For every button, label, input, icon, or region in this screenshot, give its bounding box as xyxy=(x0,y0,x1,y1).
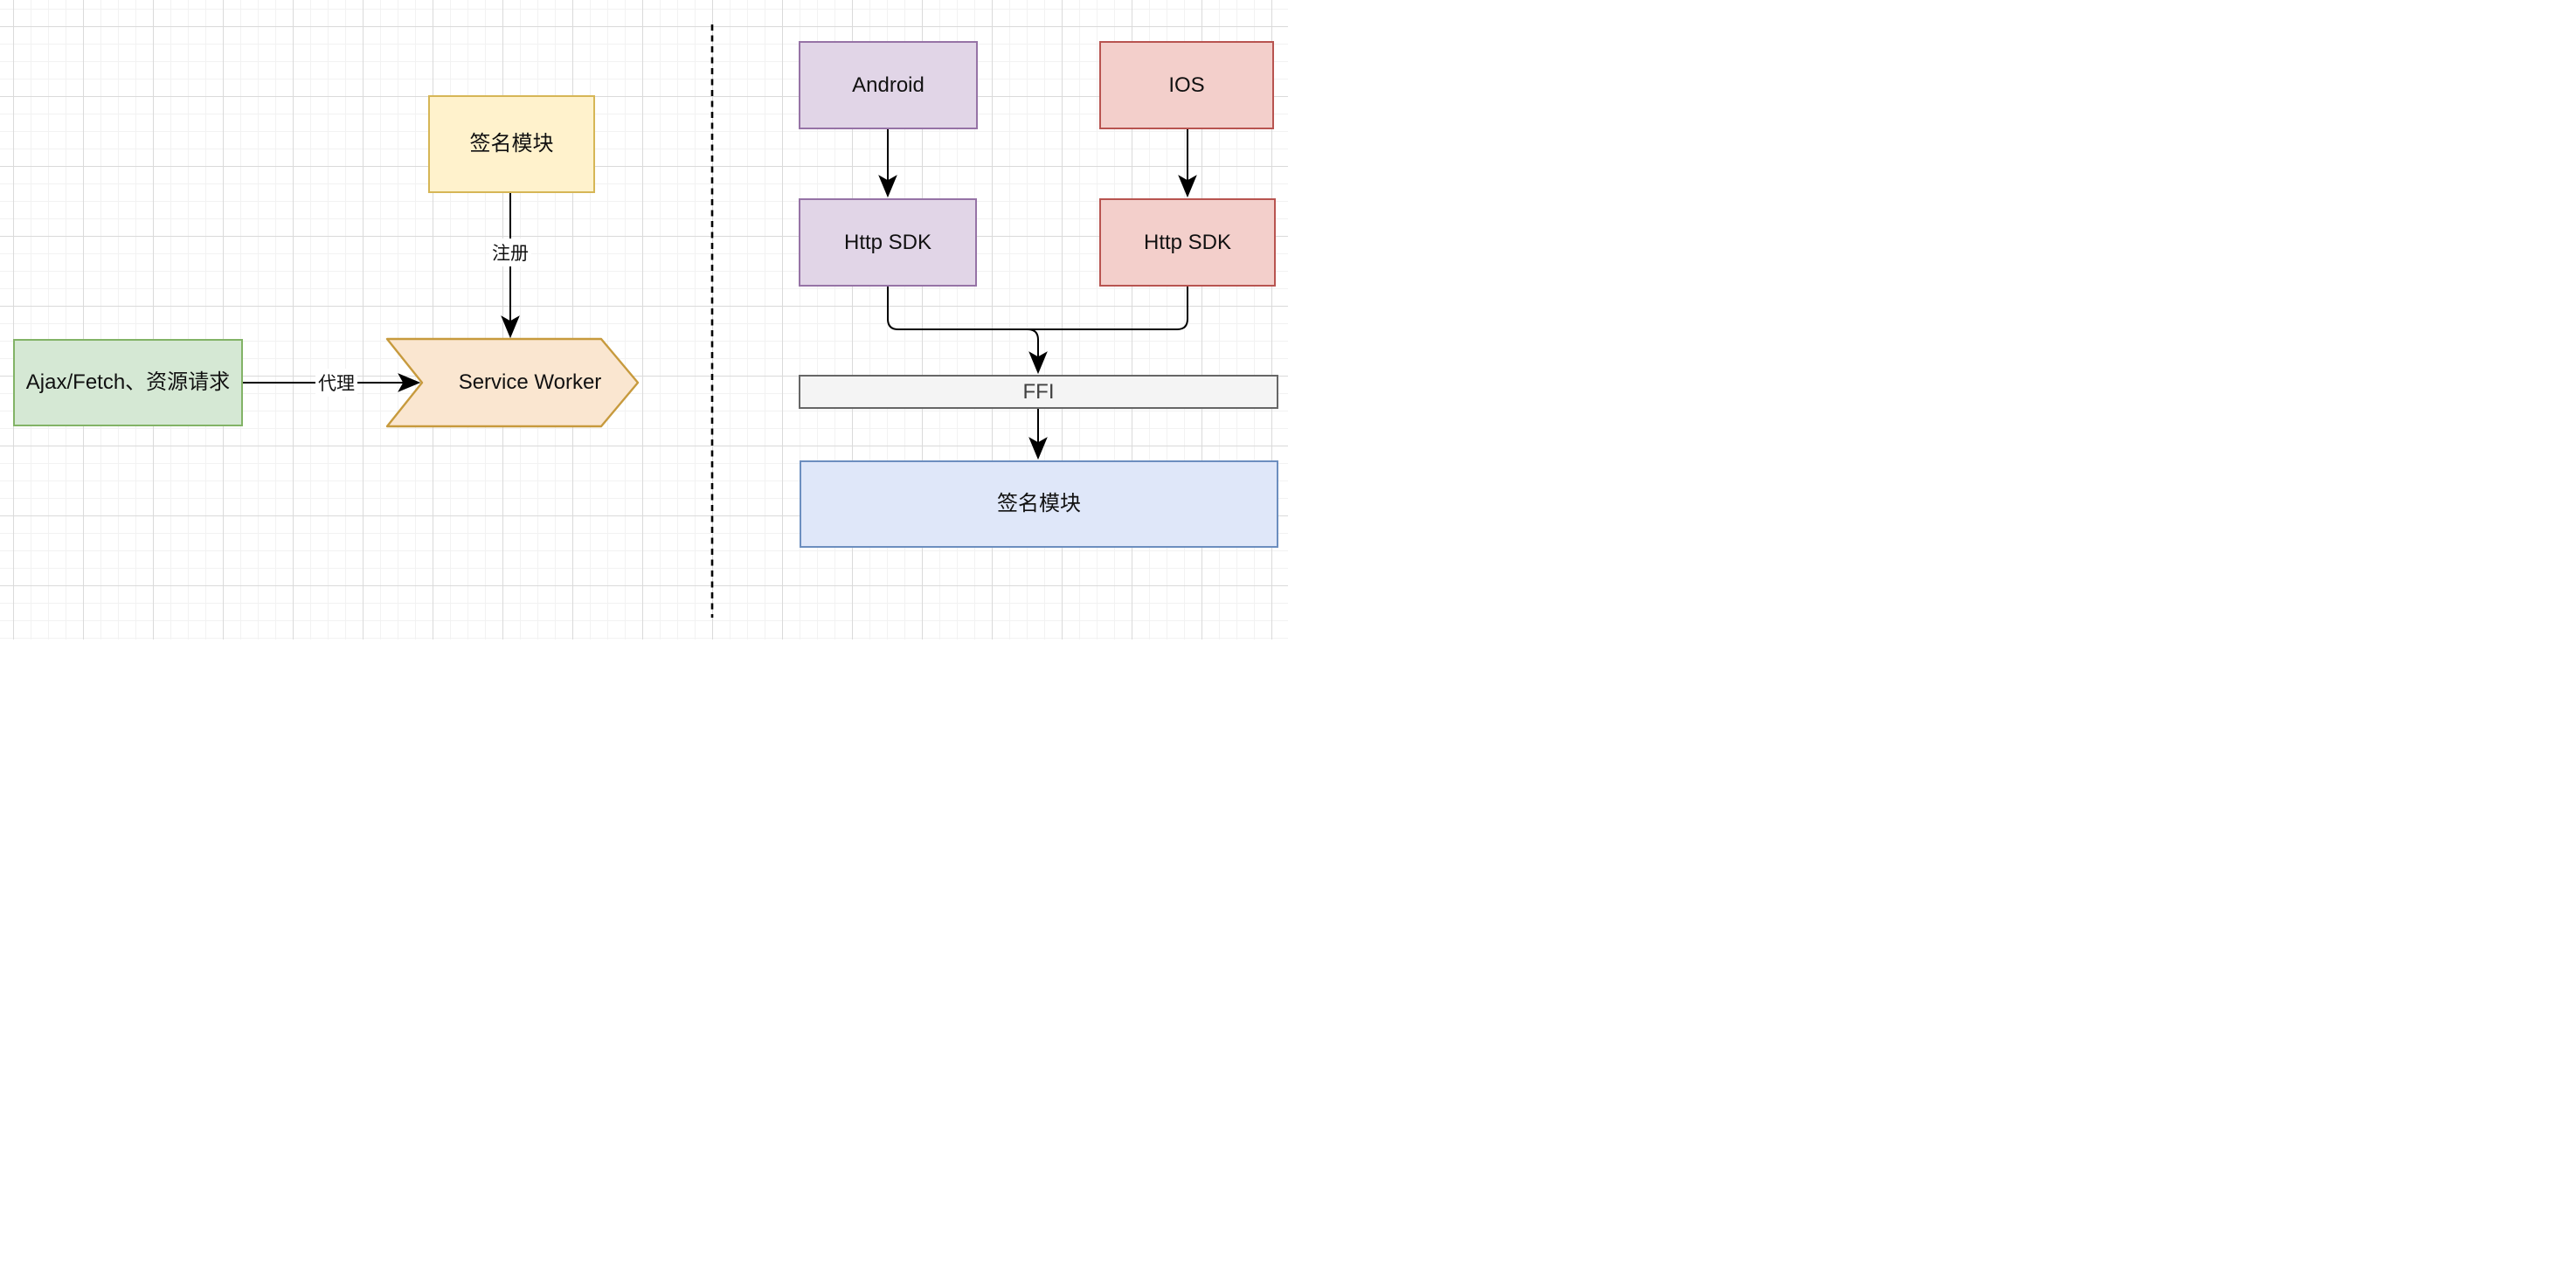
node-http-sdk-android[interactable]: Http SDK xyxy=(799,198,977,287)
node-service-worker-label: Service Worker xyxy=(458,370,602,394)
node-ffi[interactable]: FFI xyxy=(799,375,1278,409)
node-service-worker[interactable] xyxy=(385,337,640,428)
node-sign-module-bottom[interactable]: 签名模块 xyxy=(800,460,1278,548)
node-ajax-fetch-request[interactable]: Ajax/Fetch、资源请求 xyxy=(13,339,243,426)
node-http-sdk-ios[interactable]: Http SDK xyxy=(1099,198,1276,287)
node-android[interactable]: Android xyxy=(799,41,978,129)
edge-label-proxy: 代理 xyxy=(315,369,357,397)
edge-merge-left-branch xyxy=(887,287,1038,330)
edge-merge-stem-to-ffi xyxy=(1027,328,1048,375)
edge-label-register: 注册 xyxy=(489,239,531,266)
node-sign-module-top[interactable]: 签名模块 xyxy=(428,95,595,193)
edge-merge-right-branch xyxy=(1038,287,1188,330)
diagram-canvas: 签名模块 Ajax/Fetch、资源请求 Service Worker 注册 代… xyxy=(0,0,1288,640)
node-ios[interactable]: IOS xyxy=(1099,41,1274,129)
